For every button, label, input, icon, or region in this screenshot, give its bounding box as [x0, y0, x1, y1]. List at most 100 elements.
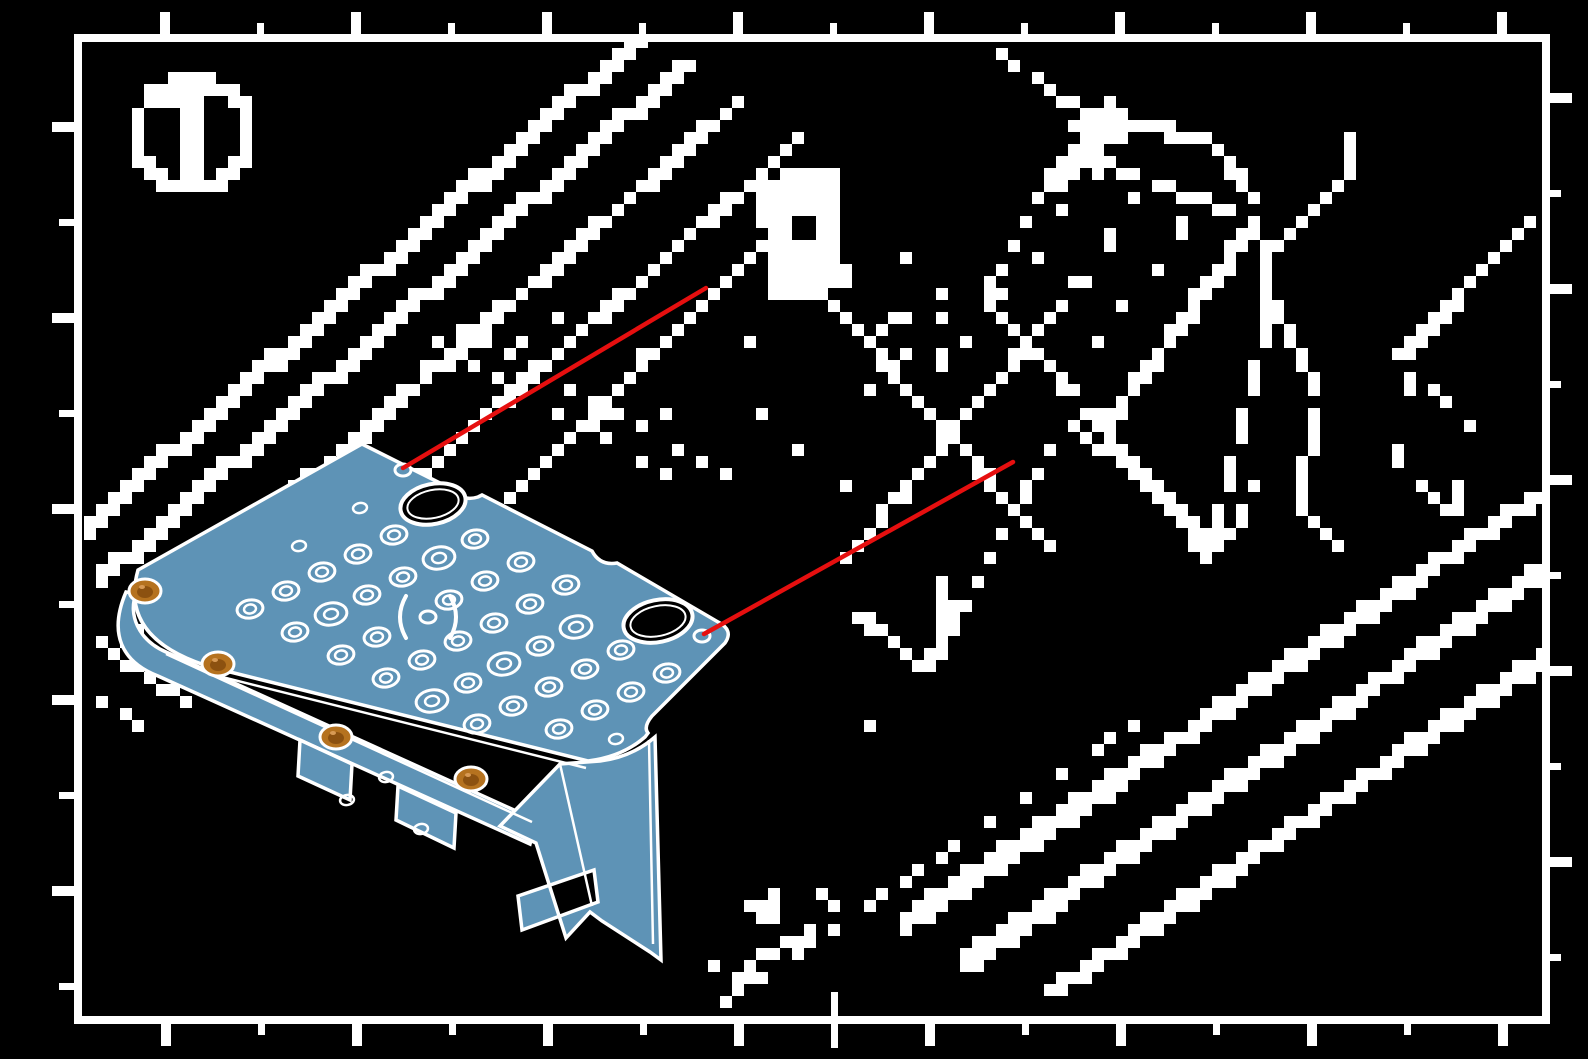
plate-hole	[462, 713, 492, 735]
leader-line	[701, 459, 1016, 637]
plate-hole	[343, 543, 373, 565]
plate-hole	[421, 545, 457, 571]
frame-tick	[1546, 284, 1572, 294]
plate-oval-cutout	[398, 481, 468, 527]
frame-tick	[734, 1020, 744, 1046]
frame-tick	[59, 219, 74, 226]
frame-tick	[59, 410, 74, 417]
plate-hole	[570, 658, 600, 680]
frame-tick	[639, 23, 646, 38]
plate-hole	[414, 688, 450, 714]
frame-tick	[1404, 1020, 1411, 1035]
plate-hole	[460, 528, 490, 550]
frame-tick	[59, 983, 74, 990]
frame-tick	[1497, 12, 1507, 38]
plate-oval-cutouts	[398, 481, 695, 645]
plate-hole	[407, 649, 437, 671]
plate-top-face	[132, 442, 730, 763]
plate-hole	[388, 566, 418, 588]
plate-hole	[470, 570, 500, 592]
standoff	[200, 650, 236, 678]
frame-border	[74, 34, 1550, 1024]
frame-tick	[1546, 666, 1572, 676]
frame-tick	[1115, 12, 1125, 38]
frame-tick	[542, 12, 552, 38]
frame-tick	[733, 12, 743, 38]
frame-tick	[52, 695, 78, 705]
frame-tick	[258, 1020, 265, 1035]
frame-tick	[1546, 381, 1561, 388]
plate-hole	[544, 718, 574, 740]
plate-hole	[290, 539, 308, 553]
leader-line	[400, 285, 709, 471]
plate-hole	[443, 630, 473, 652]
frame-tick	[543, 1020, 553, 1046]
standoff	[318, 723, 354, 751]
plate-hole	[280, 621, 310, 643]
frame-tick	[352, 1020, 362, 1046]
plate-hole	[326, 644, 356, 666]
frame-tick	[1498, 1020, 1508, 1046]
frame-tick	[1212, 23, 1219, 38]
standoff-group	[127, 577, 489, 793]
plate-spike-flange	[497, 733, 663, 964]
frame-tick	[160, 12, 170, 38]
plate-hole	[338, 793, 356, 807]
frame-tick	[1307, 1020, 1317, 1046]
frame-tick	[1546, 190, 1561, 197]
frame-tick	[351, 12, 361, 38]
plate-hole	[352, 584, 382, 606]
frame-tick	[924, 12, 934, 38]
standoff	[127, 577, 163, 605]
plate-tab-2	[394, 783, 458, 851]
plate-hole	[479, 612, 509, 634]
frame-tick	[1306, 12, 1316, 38]
frame-tick	[257, 23, 264, 38]
highlighted-part-mounting-plate	[116, 442, 730, 964]
frame-tick	[1546, 475, 1572, 485]
frame-tick	[1546, 572, 1561, 579]
frame-tick	[52, 886, 78, 896]
plate-hole	[580, 699, 610, 721]
plate-hole	[377, 770, 395, 784]
plate-hole	[606, 639, 636, 661]
plate-hole	[351, 501, 369, 515]
plate-hole	[515, 593, 545, 615]
plate-hole	[551, 574, 581, 596]
frame-tick	[449, 1020, 456, 1035]
plate-hole	[371, 667, 401, 689]
plate-hole	[534, 676, 564, 698]
plate-hole	[616, 681, 646, 703]
frame-tick	[1403, 23, 1410, 38]
plate-hole	[379, 524, 409, 546]
plate-hole	[652, 662, 682, 684]
frame-tick	[925, 1020, 935, 1046]
frame-tick	[59, 792, 74, 799]
plate-hole	[271, 580, 301, 602]
frame-tick	[52, 122, 78, 132]
frame-tick	[1021, 23, 1028, 38]
plate-oval-cutout	[621, 597, 695, 645]
frame-tick	[1116, 1020, 1126, 1046]
plate-hole	[235, 598, 265, 620]
plate-hole	[412, 822, 430, 836]
plate-tab-1	[296, 737, 354, 803]
plate-hole	[453, 672, 483, 694]
plate-hole	[486, 651, 522, 677]
plate-hole	[498, 695, 528, 717]
frame-tick	[1213, 1020, 1220, 1035]
frame-tick	[448, 23, 455, 38]
plate-marked-hole	[398, 594, 458, 640]
plate-front-strip	[116, 590, 539, 847]
step-number-badge: 1	[130, 70, 256, 196]
frame-tick	[52, 504, 78, 514]
frame-tick	[1546, 954, 1561, 961]
plate-hole	[607, 732, 625, 746]
frame-tick	[1022, 1020, 1029, 1035]
plate-hole	[362, 626, 392, 648]
frame-tick	[161, 1020, 171, 1046]
plate-hole	[525, 635, 555, 657]
frame-tick	[1546, 93, 1572, 103]
